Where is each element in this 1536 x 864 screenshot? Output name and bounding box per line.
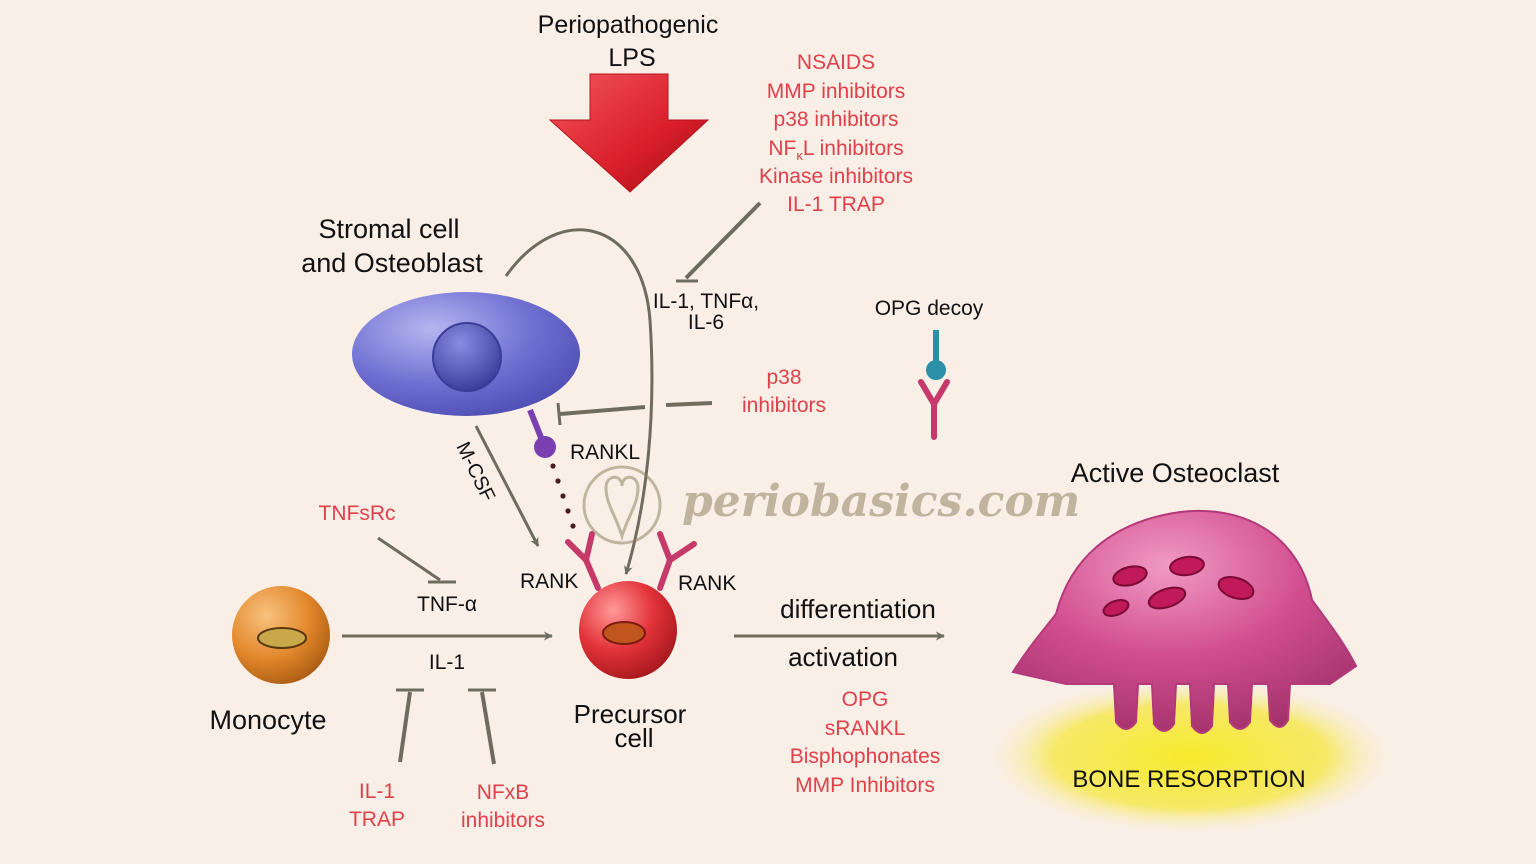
p38-inhibition-line-a [665,401,713,407]
tnfsrc-label: TNFsRc [319,502,396,525]
cytokines-line1: IL-1, TNFα, [653,290,759,313]
precursor-label-line1: Precursor [574,699,687,729]
p38-inhibition-bar [556,402,562,426]
precursor-label-line2: cell [614,723,653,753]
tnfsrc-inhibition-line [377,536,441,582]
cytokine-curve-arrow [504,228,654,575]
osteoclast-label: Active Osteoclast [1071,458,1280,488]
nfkl-prefix: NF [768,137,796,160]
rankl-dots [550,463,576,529]
lps-down-arrow-icon [548,73,710,193]
bone-surface [980,676,1400,836]
inhibitor-p38: p38 inhibitors [774,108,899,131]
rank-receptor-left-icon [565,531,601,591]
rankl-stalk [527,408,545,442]
lps-title-line1: Periopathogenic [538,11,719,39]
bottom-inhibitor-list: OPG sRANKL Bisphophonates MMP Inhibitors [790,688,941,797]
tooth-logo-icon [582,465,662,545]
nfkl-subscript: κ [796,148,803,163]
stromal-cell-nucleus [432,322,502,392]
inhibitor-nsaids: NSAIDS [797,51,875,74]
lps-title-line2: LPS [608,44,655,72]
inhibitor-nfkl: NFκL inhibitors [768,137,903,163]
rank-right-label: RANK [678,572,736,595]
inhibitor-kinase: Kinase inhibitors [759,165,913,188]
watermark-text: periobasics.com [682,476,1080,527]
top-inhibition-line [684,201,762,280]
il1-trap-inhibition-line [398,691,412,763]
opg-decoy-head [926,360,946,380]
cytokines-line2: IL-6 [688,311,724,334]
nfxb-line1: NFxB [477,781,530,804]
p38-inhibitor-line1: p38 [766,366,801,389]
inhibitor-srankl: sRANKL [825,717,906,740]
top-inhibitor-list: NSAIDS MMP inhibitors p38 inhibitors NFκ… [759,51,913,216]
il1-trap-line1: IL-1 [359,780,395,803]
p38-inhibitor-line2: inhibitors [742,394,826,417]
il1-trap-line2: TRAP [349,808,405,831]
stromal-label-line2: and Osteoblast [301,248,483,278]
active-osteoclast-cell [1011,509,1358,734]
inhibitor-mmp: MMP inhibitors [767,80,906,103]
bone-resorption-label: BONE RESORPTION [1072,766,1305,793]
rankl-ball [534,436,556,458]
monocyte-label: Monocyte [209,705,326,735]
monocyte-nucleus [257,627,307,649]
mcsf-arrow [474,425,540,547]
inhibitor-mmp-bottom: MMP Inhibitors [795,774,935,797]
il1-label: IL-1 [429,651,465,674]
opg-decoy-receptor-icon [918,379,950,440]
tnf-alpha-label: TNF-α [417,593,477,616]
watermark: periobasics.com [582,465,1080,545]
rankl-label: RANKL [570,441,640,464]
nfxb-inhibition-line [480,691,496,765]
inhibitor-bisphosphonates: Bisphophonates [790,745,941,768]
rank-receptor-right-icon [657,531,697,591]
opg-decoy-label: OPG decoy [875,297,984,320]
p38-inhibition-line-b [559,405,646,416]
rank-left-label: RANK [520,570,578,593]
nfxb-line2: inhibitors [461,809,545,832]
stromal-label-line1: Stromal cell [318,214,459,244]
nfkl-suffix: L inhibitors [803,137,904,160]
differentiation-label: differentiation [780,594,936,624]
activation-label: activation [788,642,898,672]
osteoclast-nuclei [1102,555,1255,617]
precursor-cell-nucleus [602,621,646,645]
mcsf-label: M-CSF [452,439,500,506]
inhibitor-il1-trap: IL-1 TRAP [787,193,885,216]
inhibitor-opg: OPG [842,688,889,711]
